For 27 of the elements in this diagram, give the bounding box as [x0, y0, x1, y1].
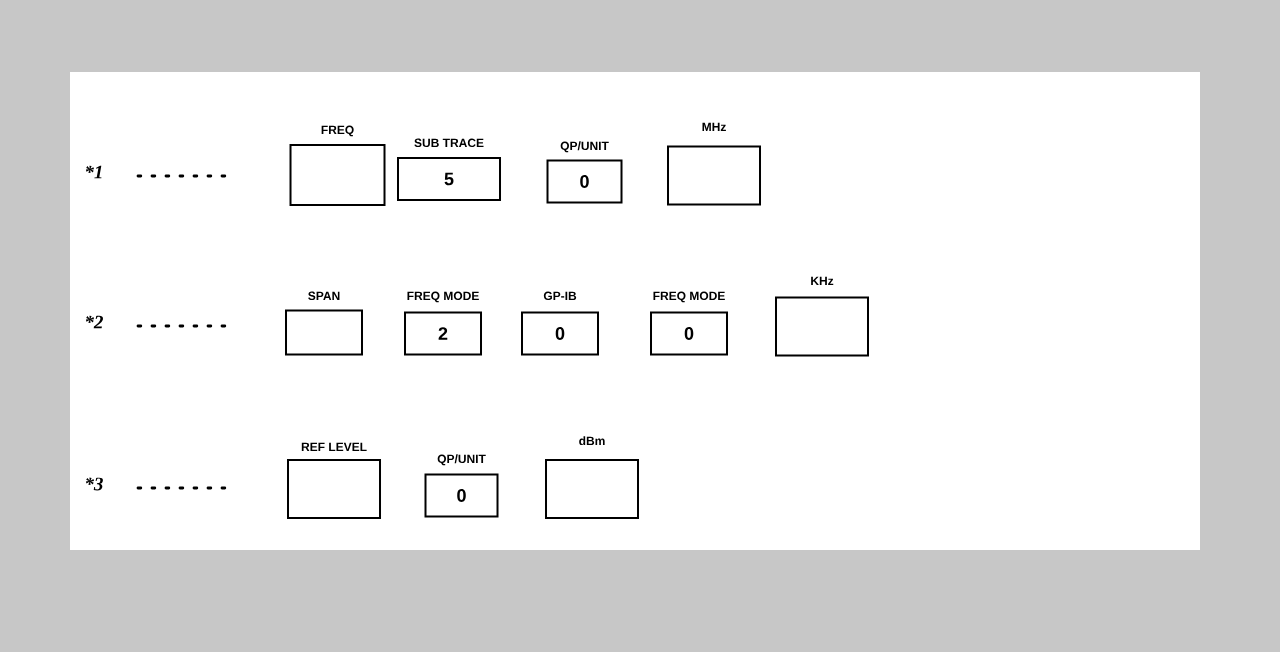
node-label: dBm: [579, 436, 605, 446]
key-box: FREQ: [289, 125, 386, 206]
node-label: GP-IB: [543, 291, 577, 301]
node-label: MHz: [702, 122, 726, 131]
key-box: SPAN: [285, 291, 363, 356]
key-box: 2 FREQ MODE: [404, 291, 482, 356]
node-label: SPAN: [308, 291, 340, 301]
node-label: KHz: [811, 276, 834, 285]
node-label: FREQ MODE: [407, 291, 479, 303]
row-marker: *3: [85, 477, 103, 491]
key-box: 0 FREQ MODE: [650, 291, 728, 356]
key-box: dBm: [545, 436, 639, 519]
key-box: 5 SUB TRACE: [397, 138, 501, 201]
key-box: KHz: [775, 276, 869, 357]
key-box: REF LEVEL: [287, 442, 381, 519]
key-box: MHz: [667, 122, 761, 206]
key-box: 0 QP/UNIT: [546, 141, 623, 204]
node-label: QP/UNIT: [437, 454, 486, 466]
key-box: 0 GP-IB: [521, 291, 599, 356]
row-marker: *2: [85, 315, 103, 329]
key-box: 0 QP/UNIT: [424, 454, 499, 518]
node-label: FREQ: [321, 125, 354, 137]
node-label: FREQ MODE: [653, 291, 725, 303]
node-label: REF LEVEL: [301, 442, 367, 451]
row-marker: *1: [85, 165, 102, 179]
node-label: QP/UNIT: [560, 141, 609, 153]
node-label: SUB TRACE: [414, 138, 484, 148]
